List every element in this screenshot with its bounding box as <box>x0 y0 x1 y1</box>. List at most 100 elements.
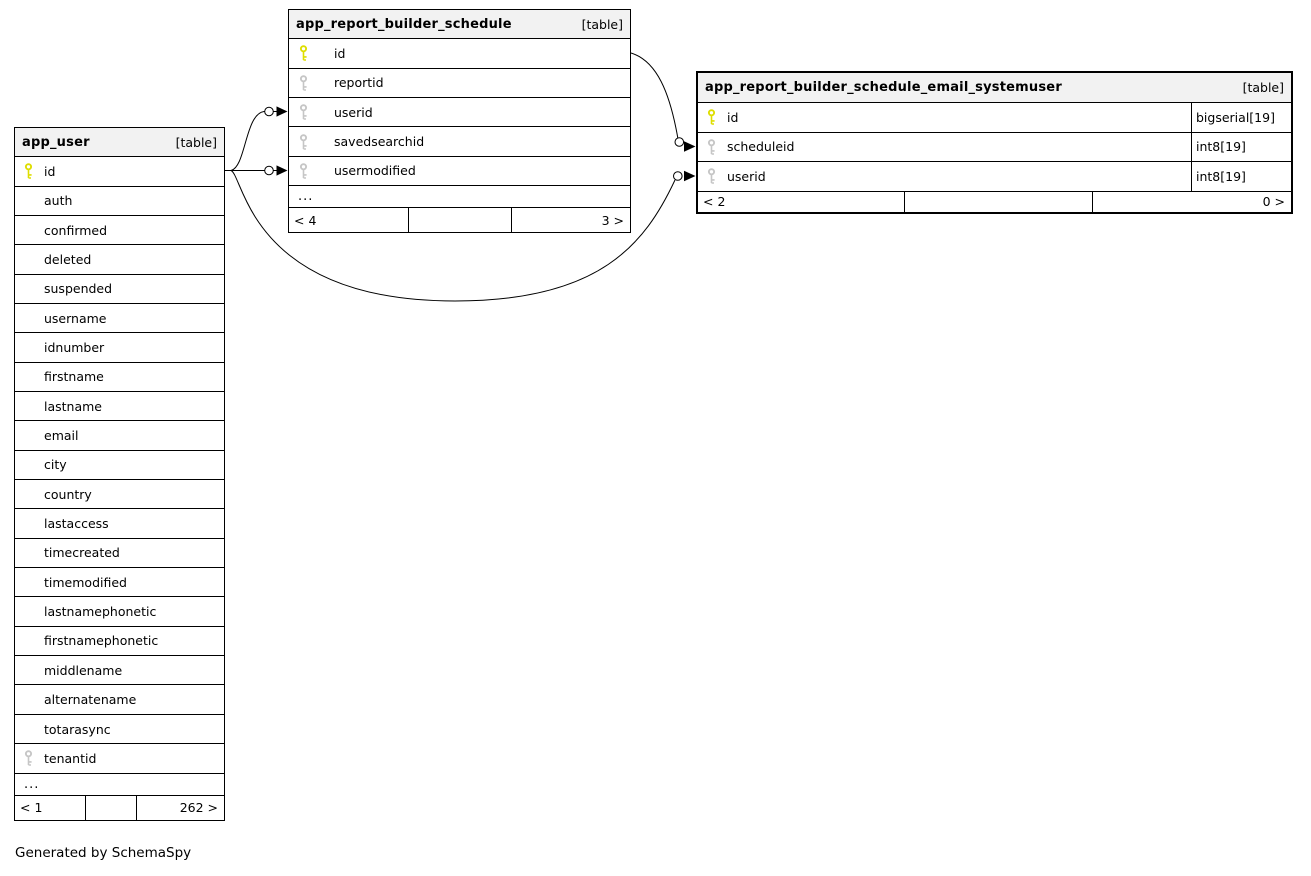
pager-left: < 4 <box>289 208 409 233</box>
column-name: city <box>44 457 67 473</box>
column-name: savedsearchid <box>334 134 425 149</box>
key-slot <box>299 104 334 120</box>
primary-key-icon <box>24 163 33 180</box>
generated-by-note: Generated by SchemaSpy <box>15 845 192 861</box>
primary-key-icon <box>299 45 308 62</box>
foreign-key-icon <box>707 139 716 155</box>
relationship-circle <box>673 171 683 181</box>
column-row: lastname <box>15 392 224 422</box>
relationship-arrowhead <box>684 170 696 182</box>
column-name: usermodified <box>334 163 416 179</box>
column-name: reportid <box>334 75 384 91</box>
column-name: timemodified <box>44 574 127 590</box>
column-row: lastaccess <box>15 509 224 539</box>
pager-right: 3 > <box>601 212 624 228</box>
relationship-line <box>630 52 679 140</box>
column-row: savedsearchid <box>289 127 630 157</box>
relationship-circle <box>264 165 274 176</box>
column-name: firstname <box>44 369 104 385</box>
foreign-key-icon <box>24 750 33 767</box>
table-header[interactable]: app_user [table] <box>15 128 224 158</box>
column-row: id <box>289 39 630 69</box>
column-row: lastnamephonetic <box>15 597 224 627</box>
pager-middle <box>86 795 137 820</box>
relationship-arrowhead <box>276 165 288 176</box>
table-title: app_user <box>22 134 90 150</box>
key-slot <box>299 163 334 179</box>
column-row: usermodified <box>289 157 630 187</box>
column-row: middlename <box>15 656 224 686</box>
column-row: id <box>15 157 224 187</box>
column-name: userid <box>334 104 373 120</box>
column-row: deleted <box>15 245 224 275</box>
pager-middle <box>409 208 512 233</box>
pager-right: 0 > <box>1262 194 1285 209</box>
column-row: username <box>15 304 224 334</box>
key-slot <box>299 75 334 91</box>
table-app_report_builder_schedule[interactable]: app_report_builder_schedule[table]id repo… <box>288 9 631 234</box>
foreign-key-icon <box>299 133 308 150</box>
ellipsis-row: ... <box>15 774 224 796</box>
column-type: int8[19] <box>1191 132 1291 161</box>
relationship-circle <box>674 137 685 147</box>
foreign-key-icon <box>299 163 308 179</box>
table-type-badge: [table] <box>175 134 217 150</box>
relationship-line <box>230 111 277 171</box>
foreign-key-icon <box>707 168 716 185</box>
column-name: totarasync <box>44 721 111 737</box>
column-row: totarasync <box>15 715 224 745</box>
column-row: timecreated <box>15 539 224 569</box>
column-row: confirmed <box>15 216 224 246</box>
column-name: country <box>44 486 92 502</box>
column-name: tenantid <box>44 750 97 766</box>
column-row: suspended <box>15 275 224 305</box>
column-row: tenantid <box>15 744 224 774</box>
pager-middle <box>905 191 1093 212</box>
column-row: firstnamephonetic <box>15 627 224 657</box>
key-slot <box>24 163 44 180</box>
relationship-arrowhead <box>684 141 696 152</box>
column-row: city <box>15 451 224 481</box>
column-row: timemodified <box>15 568 224 598</box>
table-type-badge: [table] <box>581 16 623 32</box>
column-row: reportid <box>289 69 630 98</box>
column-name: lastaccess <box>44 516 109 532</box>
pager-left: < 2 <box>698 191 905 212</box>
key-slot <box>299 133 334 150</box>
column-name: middlename <box>44 662 123 678</box>
table-header[interactable]: app_report_builder_schedule[table] <box>289 10 630 40</box>
table-footer: < 2 0 > <box>698 191 1291 212</box>
table-app_report_builder_schedule_email_systemuser[interactable]: app_report_builder_schedule_email_system… <box>696 71 1293 214</box>
key-slot <box>299 45 334 62</box>
column-name: alternatename <box>44 692 137 708</box>
column-type: bigserial[19] <box>1191 103 1291 132</box>
table-footer: < 4 3 > <box>289 208 630 233</box>
column-row: firstname <box>15 363 224 393</box>
column-name: lastnamephonetic <box>44 604 157 620</box>
pager-left: < 1 <box>15 795 86 820</box>
column-name: timecreated <box>44 545 120 561</box>
column-name: suspended <box>44 281 113 297</box>
table-header[interactable]: app_report_builder_schedule_email_system… <box>698 73 1291 103</box>
relationship-line <box>230 170 676 302</box>
column-row: auth <box>15 187 224 216</box>
column-row: country <box>15 480 224 510</box>
column-name: firstnamephonetic <box>44 633 159 649</box>
column-name: auth <box>44 193 73 209</box>
table-app_user[interactable]: app_user [table] id auth confirmed deleted sus… <box>14 127 225 821</box>
column-name: id <box>44 163 56 179</box>
column-row: idnumber <box>15 333 224 363</box>
column-name: confirmed <box>44 222 108 238</box>
column-name: deleted <box>44 252 92 267</box>
column-row: email <box>15 421 224 451</box>
key-slot <box>707 168 727 185</box>
key-slot <box>24 750 44 767</box>
column-name: id <box>727 109 739 125</box>
column-name: id <box>334 45 346 61</box>
column-name: userid <box>727 168 766 184</box>
column-row: userid <box>289 98 630 128</box>
column-name: username <box>44 310 107 326</box>
